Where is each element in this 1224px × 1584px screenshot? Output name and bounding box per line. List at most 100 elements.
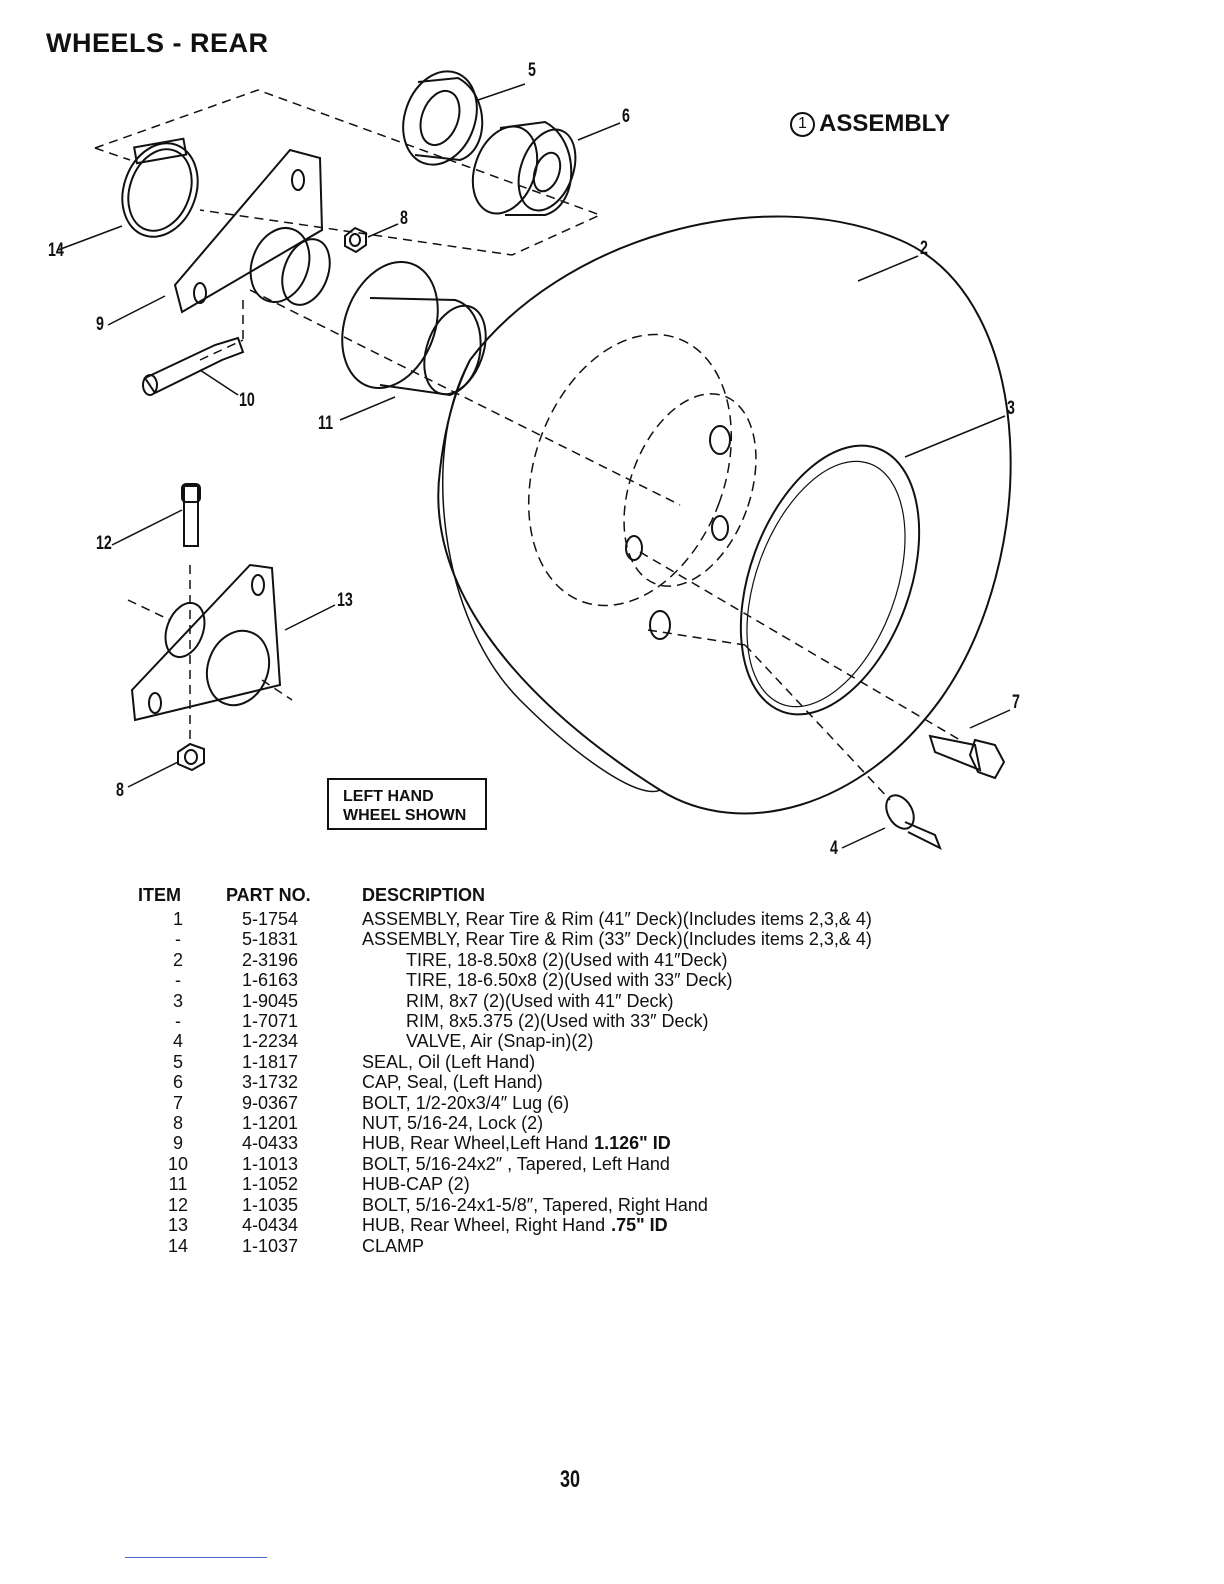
table-row: 1 5-1754 ASSEMBLY, Rear Tire & Rim (41″ De… <box>130 909 872 929</box>
item-cell: - <box>175 970 181 991</box>
desc-cell: NUT, 5/16-24, Lock (2) <box>362 1113 544 1134</box>
part-cell: 1-1052 <box>242 1174 299 1195</box>
item-cell: 3 <box>172 990 183 1011</box>
part-cell: 4-0434 <box>242 1215 299 1236</box>
header-description: DESCRIPTION <box>362 885 486 905</box>
page-number: 30 <box>560 1466 581 1493</box>
callout-8-top: 8 <box>400 208 408 229</box>
desc-cell: SEAL, Oil (Left Hand) <box>362 1051 536 1072</box>
header-part-no: PART NO. <box>226 885 311 905</box>
table-row: - 1-7071 RIM, 8x5.375 (2)(Used with 33″ De… <box>130 1011 872 1031</box>
note-line-2: WHEEL SHOWN <box>343 807 467 824</box>
part-cell: 1-1035 <box>242 1194 299 1215</box>
callout-14: 14 <box>48 240 64 261</box>
item-cell: 5 <box>172 1051 183 1072</box>
item-cell: 9 <box>172 1133 183 1154</box>
item-cell: - <box>175 1011 181 1032</box>
item-cell: 6 <box>172 1072 183 1093</box>
item-cell: 11 <box>168 1174 188 1195</box>
desc-cell: VALVE, Air (Snap-in)(2) <box>406 1031 594 1052</box>
tire <box>437 215 1012 815</box>
item-cell: 7 <box>172 1092 183 1113</box>
item-cell: 4 <box>172 1031 183 1052</box>
header-item: ITEM <box>138 885 181 905</box>
desc-cell: TIRE, 18-6.50x8 (2)(Used with 33″ Deck) <box>406 970 733 991</box>
air-valve <box>885 794 942 851</box>
desc-cell: HUB, Rear Wheel, Right Hand.75" ID <box>362 1215 872 1235</box>
desc-cell: ASSEMBLY, Rear Tire & Rim (33″ Deck)(Inc… <box>362 929 872 950</box>
desc-cell: BOLT, 5/16-24x2″ , Tapered, Left Hand <box>362 1153 670 1174</box>
table-row: 11 1-1052 HUB-CAP (2) <box>130 1174 872 1194</box>
table-header-row: ITEM PART NO. DESCRIPTION <box>130 885 872 909</box>
table-row: 3 1-9045 RIM, 8x7 (2)(Used with 41″ Deck) <box>130 991 872 1011</box>
callout-8-bottom: 8 <box>116 780 124 801</box>
item-cell: 12 <box>167 1194 189 1215</box>
table-row: 5 1-1817 SEAL, Oil (Left Hand) <box>130 1052 872 1072</box>
part-cell: 1-1013 <box>242 1153 299 1174</box>
item-cell: 14 <box>167 1235 189 1256</box>
desc-text: HUB, Rear Wheel,Left Hand <box>362 1133 589 1154</box>
part-cell: 1-1817 <box>242 1051 299 1072</box>
exploded-parts-diagram <box>57 70 1012 851</box>
part-cell: 1-2234 <box>242 1031 299 1052</box>
desc-text: HUB, Rear Wheel, Right Hand <box>362 1215 606 1236</box>
hub-cap <box>341 261 487 397</box>
item-cell: 1 <box>172 909 183 929</box>
part-cell: 1-9045 <box>242 990 299 1011</box>
callout-9: 9 <box>96 314 104 335</box>
left-hand-note: LEFT HAND WHEEL SHOWN <box>327 778 487 830</box>
part-cell: 1-7071 <box>242 1011 299 1032</box>
assembly-text: ASSEMBLY <box>819 110 951 137</box>
footer-divider <box>125 1557 267 1558</box>
desc-cell: BOLT, 1/2-20x3/4″ Lug (6) <box>362 1092 570 1113</box>
assembly-number-circle: 1 <box>790 111 815 137</box>
item-cell: 8 <box>172 1113 183 1134</box>
note-line-1: LEFT HAND <box>343 788 434 805</box>
callout-2: 2 <box>920 238 928 259</box>
part-cell: 9-0367 <box>242 1092 299 1113</box>
callout-4: 4 <box>830 838 838 859</box>
page-title: WHEELS - REAR <box>46 28 269 58</box>
part-cell: 3-1732 <box>242 1072 299 1093</box>
callout-7: 7 <box>1012 692 1020 713</box>
lug-bolt <box>928 734 1006 780</box>
desc-id-size: 1.126" ID <box>594 1133 671 1154</box>
desc-cell: RIM, 8x5.375 (2)(Used with 33″ Deck) <box>406 1011 709 1032</box>
table-row: 8 1-1201 NUT, 5/16-24, Lock (2) <box>130 1113 872 1133</box>
desc-cell: ASSEMBLY, Rear Tire & Rim (41″ Deck)(Inc… <box>362 909 872 929</box>
item-cell: 13 <box>167 1215 189 1236</box>
part-cell: 2-3196 <box>242 949 299 970</box>
desc-cell: RIM, 8x7 (2)(Used with 41″ Deck) <box>406 990 674 1011</box>
callout-13: 13 <box>337 590 353 611</box>
right-hub <box>130 563 282 722</box>
clamp <box>121 137 199 238</box>
tapered-bolt-left <box>142 336 245 396</box>
part-cell: 1-6163 <box>242 970 299 991</box>
callout-3: 3 <box>1007 398 1015 419</box>
assembly-label: 1 ASSEMBLY <box>790 110 950 138</box>
desc-cell: HUB-CAP (2) <box>362 1174 470 1195</box>
part-cell: 1-1201 <box>242 1113 299 1134</box>
table-row: - 1-6163 TIRE, 18-6.50x8 (2)(Used with 33″… <box>130 970 872 990</box>
assembly-dashed-lines <box>94 89 961 801</box>
desc-cell: CLAMP <box>362 1235 425 1256</box>
table-row: 14 1-1037 CLAMP <box>130 1236 872 1256</box>
part-cell: 1-1037 <box>242 1235 299 1256</box>
part-cell: 5-1754 <box>242 909 299 929</box>
table-row: 4 1-2234 VALVE, Air (Snap-in)(2) <box>130 1031 872 1051</box>
table-row: 6 3-1732 CAP, Seal, (Left Hand) <box>130 1072 872 1092</box>
item-cell: 2 <box>172 949 183 970</box>
seal-cap <box>471 120 577 216</box>
desc-cell: CAP, Seal, (Left Hand) <box>362 1072 543 1093</box>
oil-seal <box>402 70 484 166</box>
left-hub <box>173 148 331 314</box>
leader-lines <box>57 83 1011 849</box>
callout-10: 10 <box>239 390 255 411</box>
